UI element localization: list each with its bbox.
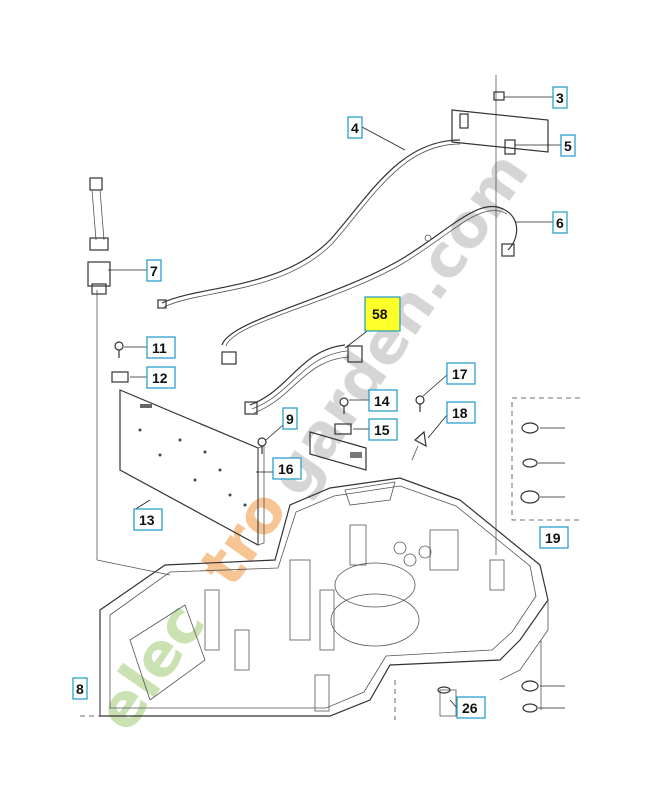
svg-text:8: 8 [76,681,84,697]
svg-text:4: 4 [351,120,359,136]
callout-26: 26 [456,696,486,719]
callout-11: 11 [146,336,176,359]
callout-6: 6 [552,211,568,234]
svg-text:15: 15 [374,422,390,438]
callout-58-highlighted: 58 [364,296,401,332]
svg-text:12: 12 [152,370,168,386]
callout-15: 15 [368,418,398,441]
cable-part-6 [221,205,518,365]
watermark-text-1: elec [83,591,219,744]
callout-5: 5 [560,134,576,157]
svg-text:3: 3 [556,90,564,106]
chassis-body [99,477,549,717]
svg-text:17: 17 [452,366,468,382]
callout-19: 19 [539,526,569,549]
callout-3: 3 [552,86,568,109]
circuit-board-part-13 [119,389,265,547]
washers-part-19 [437,422,540,713]
svg-text:7: 7 [150,263,158,279]
callout-8: 8 [72,677,88,700]
callout-4: 4 [347,116,363,139]
callout-16: 16 [272,457,302,480]
harness-part-58 [244,344,363,415]
callout-13: 13 [133,508,163,531]
callout-17: 17 [446,362,476,385]
svg-text:18: 18 [452,405,468,421]
callout-12: 12 [146,366,176,389]
small-board-part-16 [309,431,367,471]
svg-text:16: 16 [278,461,294,477]
dashed-guides [80,75,580,720]
svg-text:13: 13 [139,512,155,528]
callout-14: 14 [368,389,398,412]
svg-text:6: 6 [556,215,564,231]
svg-text:5: 5 [564,138,572,154]
bracket-part [451,91,549,155]
svg-text:14: 14 [374,393,390,409]
callout-7: 7 [146,259,162,282]
svg-text:26: 26 [462,700,478,716]
fasteners [111,341,427,461]
watermark: elec tro garden.com [83,140,543,744]
svg-text:58: 58 [372,306,388,322]
svg-text:9: 9 [286,411,294,427]
switch-part-7 [87,177,111,295]
svg-text:11: 11 [152,340,167,356]
callouts: 3 4 5 6 7 58 11 12 [72,86,576,719]
cable-part-4 [157,139,461,309]
svg-text:19: 19 [545,530,561,546]
callout-9: 9 [282,407,298,430]
callout-18: 18 [446,401,476,424]
